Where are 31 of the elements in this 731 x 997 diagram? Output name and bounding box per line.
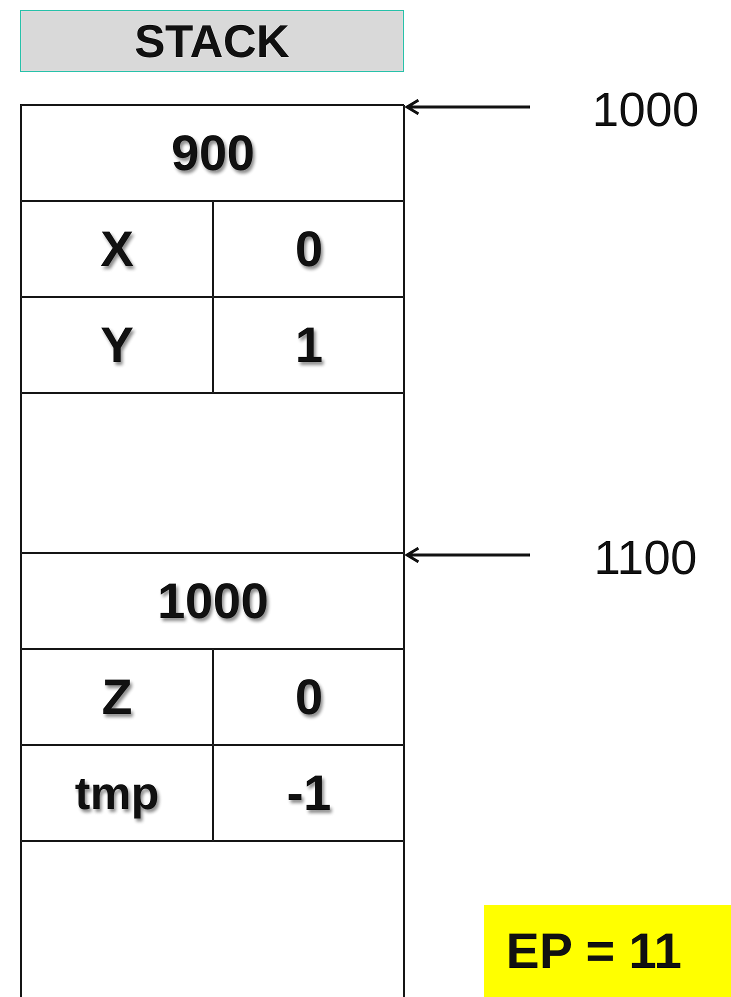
address-label: 1000 bbox=[592, 82, 699, 138]
empty-stack-cell bbox=[21, 841, 405, 997]
stack-cell bbox=[21, 649, 213, 745]
arrow bbox=[406, 98, 530, 116]
stack-column bbox=[20, 104, 404, 997]
address-label: 1100 bbox=[594, 530, 698, 586]
cell-value: 0 bbox=[295, 220, 323, 278]
cell-value: 1 bbox=[295, 316, 323, 374]
stack-cell bbox=[21, 105, 405, 201]
pointer-badge bbox=[484, 905, 731, 997]
cell-value: -1 bbox=[286, 764, 332, 822]
stack-cell bbox=[21, 553, 405, 649]
arrow bbox=[406, 546, 530, 564]
cell-value: tmp bbox=[74, 766, 160, 820]
cell-value: 1000 bbox=[157, 572, 269, 630]
empty-stack-cell bbox=[21, 393, 405, 553]
cell-value: Z bbox=[102, 668, 132, 726]
cell-value: 0 bbox=[295, 668, 323, 726]
stack-cell bbox=[213, 297, 405, 393]
cell-value: Y bbox=[100, 316, 134, 374]
cell-value: X bbox=[100, 220, 134, 278]
heading: STACK bbox=[134, 14, 290, 68]
title-bar bbox=[20, 10, 404, 72]
stack-cell bbox=[213, 649, 405, 745]
cell-value: 900 bbox=[171, 124, 255, 182]
stack-cell bbox=[21, 201, 213, 297]
stack-cell bbox=[213, 745, 405, 841]
stack-cell bbox=[21, 297, 213, 393]
stack-cell bbox=[21, 745, 213, 841]
stack-cell bbox=[213, 201, 405, 297]
pointer-value: EP = 11 bbox=[506, 922, 682, 980]
